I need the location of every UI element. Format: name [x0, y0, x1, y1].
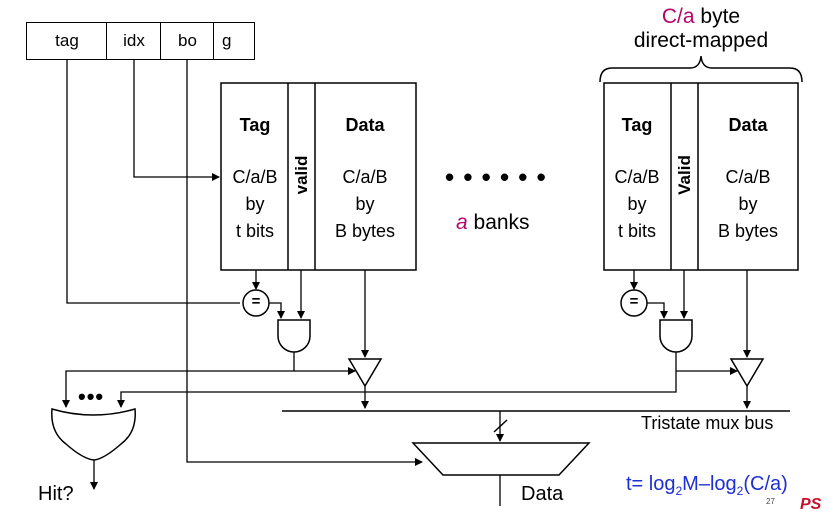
bo-wire — [186, 60, 423, 466]
right-tristate-buffer — [729, 358, 765, 388]
left-tag-header: Tag — [239, 115, 271, 135]
formula-mid: M–log — [682, 473, 737, 495]
left-tag-line-3: t bits — [235, 221, 275, 241]
bank-ellipsis: • • • • • • — [445, 162, 547, 192]
formula-sub-1: 2 — [675, 484, 683, 498]
left-tag-line-2: by — [245, 194, 265, 214]
hit-label: Hit? — [38, 483, 74, 505]
brace — [599, 55, 803, 83]
formula-sub-2: 2 — [736, 484, 744, 498]
brace-label-line-1: C/a byte — [662, 5, 740, 29]
address-field-tag: tag — [26, 22, 108, 60]
right-data-line-3: B bytes — [717, 221, 779, 241]
formula-prefix: t= log — [626, 473, 676, 495]
left-data-header: Data — [345, 115, 385, 135]
right-tag-line-2: by — [627, 194, 647, 214]
left-bank-box — [220, 82, 417, 271]
left-and-gate — [277, 319, 311, 353]
formula-suffix: (C/a) — [743, 473, 788, 495]
address-field-idx: idx — [106, 22, 162, 60]
page-number: 27 — [766, 497, 775, 506]
left-compare-symbol: = — [251, 293, 261, 310]
right-tag-header: Tag — [621, 115, 653, 135]
brace-label-line-2: direct-mapped — [633, 29, 769, 52]
banks-label-var: a — [456, 211, 468, 234]
right-tag-line-3: t bits — [617, 221, 657, 241]
left-data-line-2: by — [355, 194, 375, 214]
right-tag-line-1: C/a/B — [614, 167, 660, 187]
right-compare-to-and — [647, 302, 668, 319]
logo: PS — [800, 496, 822, 513]
data-out-label: Data — [521, 483, 564, 505]
left-and-to-or — [62, 352, 295, 408]
right-and-gate — [659, 319, 693, 353]
right-valid-label: Valid — [675, 155, 694, 195]
right-bank-box — [603, 82, 799, 271]
right-data-header: Data — [728, 115, 768, 135]
left-data-line-3: B bytes — [334, 221, 396, 241]
left-tristate-buffer — [347, 358, 383, 388]
tag-bits-formula: t= log2M–log2(C/a) — [626, 473, 788, 498]
right-data-line-1: C/a/B — [725, 167, 771, 187]
tag-wire — [66, 60, 240, 304]
brace-label-rest: byte — [694, 5, 741, 28]
left-data-line-1: C/a/B — [342, 167, 388, 187]
left-compare-to-and — [269, 302, 285, 319]
idx-wire — [133, 60, 220, 181]
or-gate — [51, 408, 136, 461]
right-and-to-or — [117, 352, 677, 408]
address-field-bo: bo — [160, 22, 215, 60]
or-input-dots: ••• — [78, 384, 105, 409]
brace-label-var: C/a — [661, 5, 695, 28]
right-data-line-2: by — [738, 194, 758, 214]
right-compare-symbol: = — [629, 293, 639, 310]
address-field-g: g — [213, 22, 255, 60]
banks-label-rest: banks — [467, 211, 530, 234]
byte-mux — [411, 442, 591, 476]
bus-width-slash — [493, 419, 508, 433]
left-tag-line-1: C/a/B — [232, 167, 278, 187]
tristate-bus-label: Tristate mux bus — [641, 413, 774, 433]
banks-label: a banks — [456, 211, 530, 235]
left-valid-label: valid — [292, 155, 311, 195]
